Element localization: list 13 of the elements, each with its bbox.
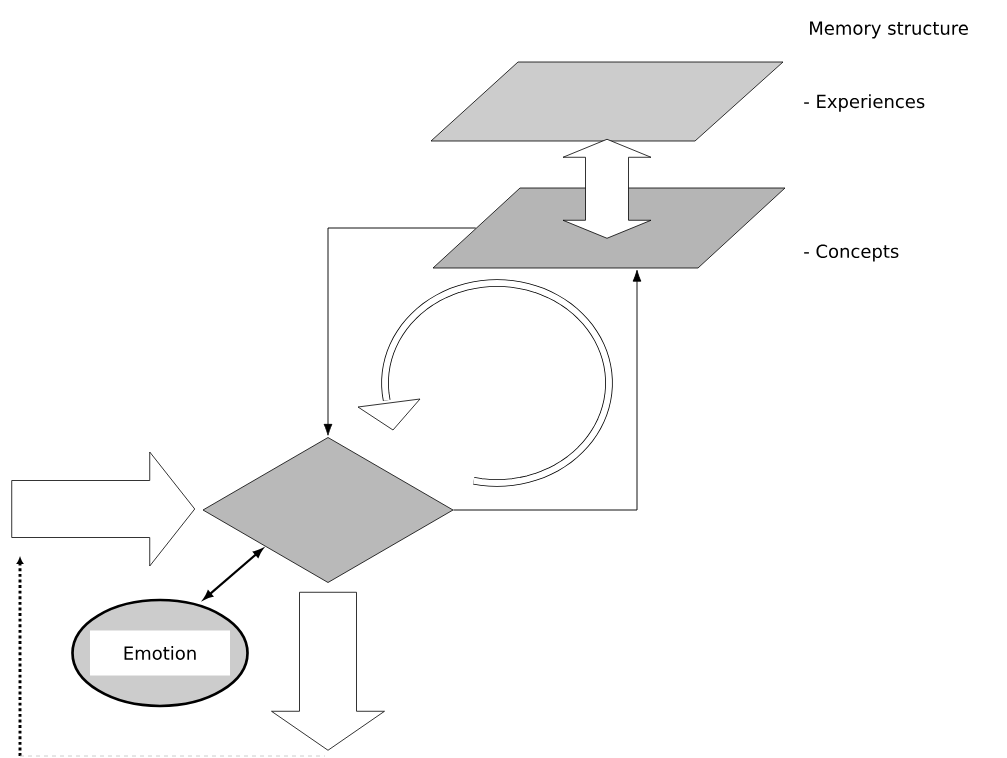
arrow xyxy=(203,548,263,600)
heading: Memory structure xyxy=(810,21,968,39)
layer-label: - Experiences xyxy=(804,94,925,112)
block-arrow xyxy=(562,138,652,239)
parallelogram xyxy=(432,187,786,269)
layer-label: - Concepts xyxy=(804,244,899,262)
parallelogram xyxy=(430,61,784,142)
arrow xyxy=(323,227,477,436)
node-label: Emotion xyxy=(90,630,230,676)
block-arrow xyxy=(11,451,196,567)
decision-diamond xyxy=(202,437,454,583)
block-arrow xyxy=(271,591,385,751)
arrow xyxy=(452,269,642,511)
